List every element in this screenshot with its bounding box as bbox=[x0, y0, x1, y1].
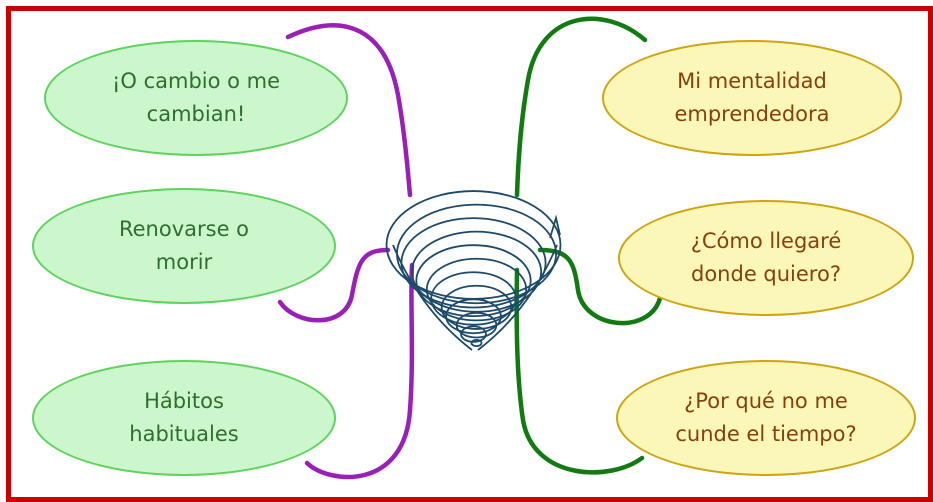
spiral-ring bbox=[410, 230, 543, 313]
connector-right-top bbox=[514, 16, 648, 198]
node-mentalidad: Mi mentalidad emprendedora bbox=[602, 40, 902, 156]
spiral-arrow bbox=[549, 214, 561, 239]
spiral-ring bbox=[455, 311, 498, 339]
node-como-llegare: ¿Cómo llegaré donde quiero? bbox=[618, 200, 914, 316]
node-como-llegare-line1: ¿Cómo llegaré bbox=[690, 229, 842, 253]
node-habitos: Hábitos habituales bbox=[32, 360, 336, 476]
node-por-que-line2: cunde el tiempo? bbox=[675, 422, 857, 446]
node-habitos-line1: Hábitos bbox=[144, 389, 224, 413]
node-mentalidad-line1: Mi mentalidad bbox=[677, 69, 827, 93]
spiral-ring bbox=[430, 271, 517, 326]
node-renovarse-line1: Renovarse o bbox=[118, 217, 250, 241]
spiral-funnel-icon bbox=[385, 190, 562, 351]
node-o-cambio: ¡O cambio o me cambian! bbox=[44, 40, 348, 156]
spiral-ring bbox=[460, 325, 487, 343]
spiral-ring bbox=[415, 244, 532, 317]
node-por-que: ¿Por qué no me cunde el tiempo? bbox=[616, 360, 916, 476]
node-habitos-line2: habituales bbox=[129, 422, 239, 446]
node-o-cambio-line1: ¡O cambio o me bbox=[111, 69, 281, 93]
spiral-ring bbox=[440, 284, 513, 330]
node-como-llegare-line2: donde quiero? bbox=[691, 262, 841, 286]
connector-left-bottom bbox=[304, 262, 415, 480]
node-o-cambio-line2: cambian! bbox=[146, 102, 246, 126]
spiral-outline bbox=[392, 244, 558, 351]
spiral-ring bbox=[470, 338, 483, 347]
node-renovarse: Renovarse o morir bbox=[32, 188, 336, 304]
node-mentalidad-line2: emprendedora bbox=[674, 102, 830, 126]
connector-right-middle bbox=[537, 247, 663, 326]
connector-left-top bbox=[285, 23, 413, 198]
spiral-ring bbox=[425, 257, 528, 322]
node-por-que-line1: ¿Por qué no me bbox=[684, 389, 848, 413]
node-renovarse-line2: morir bbox=[155, 250, 213, 274]
spiral-ring bbox=[445, 298, 502, 335]
connector-left-middle bbox=[277, 247, 391, 323]
connector-right-bottom bbox=[514, 267, 645, 475]
